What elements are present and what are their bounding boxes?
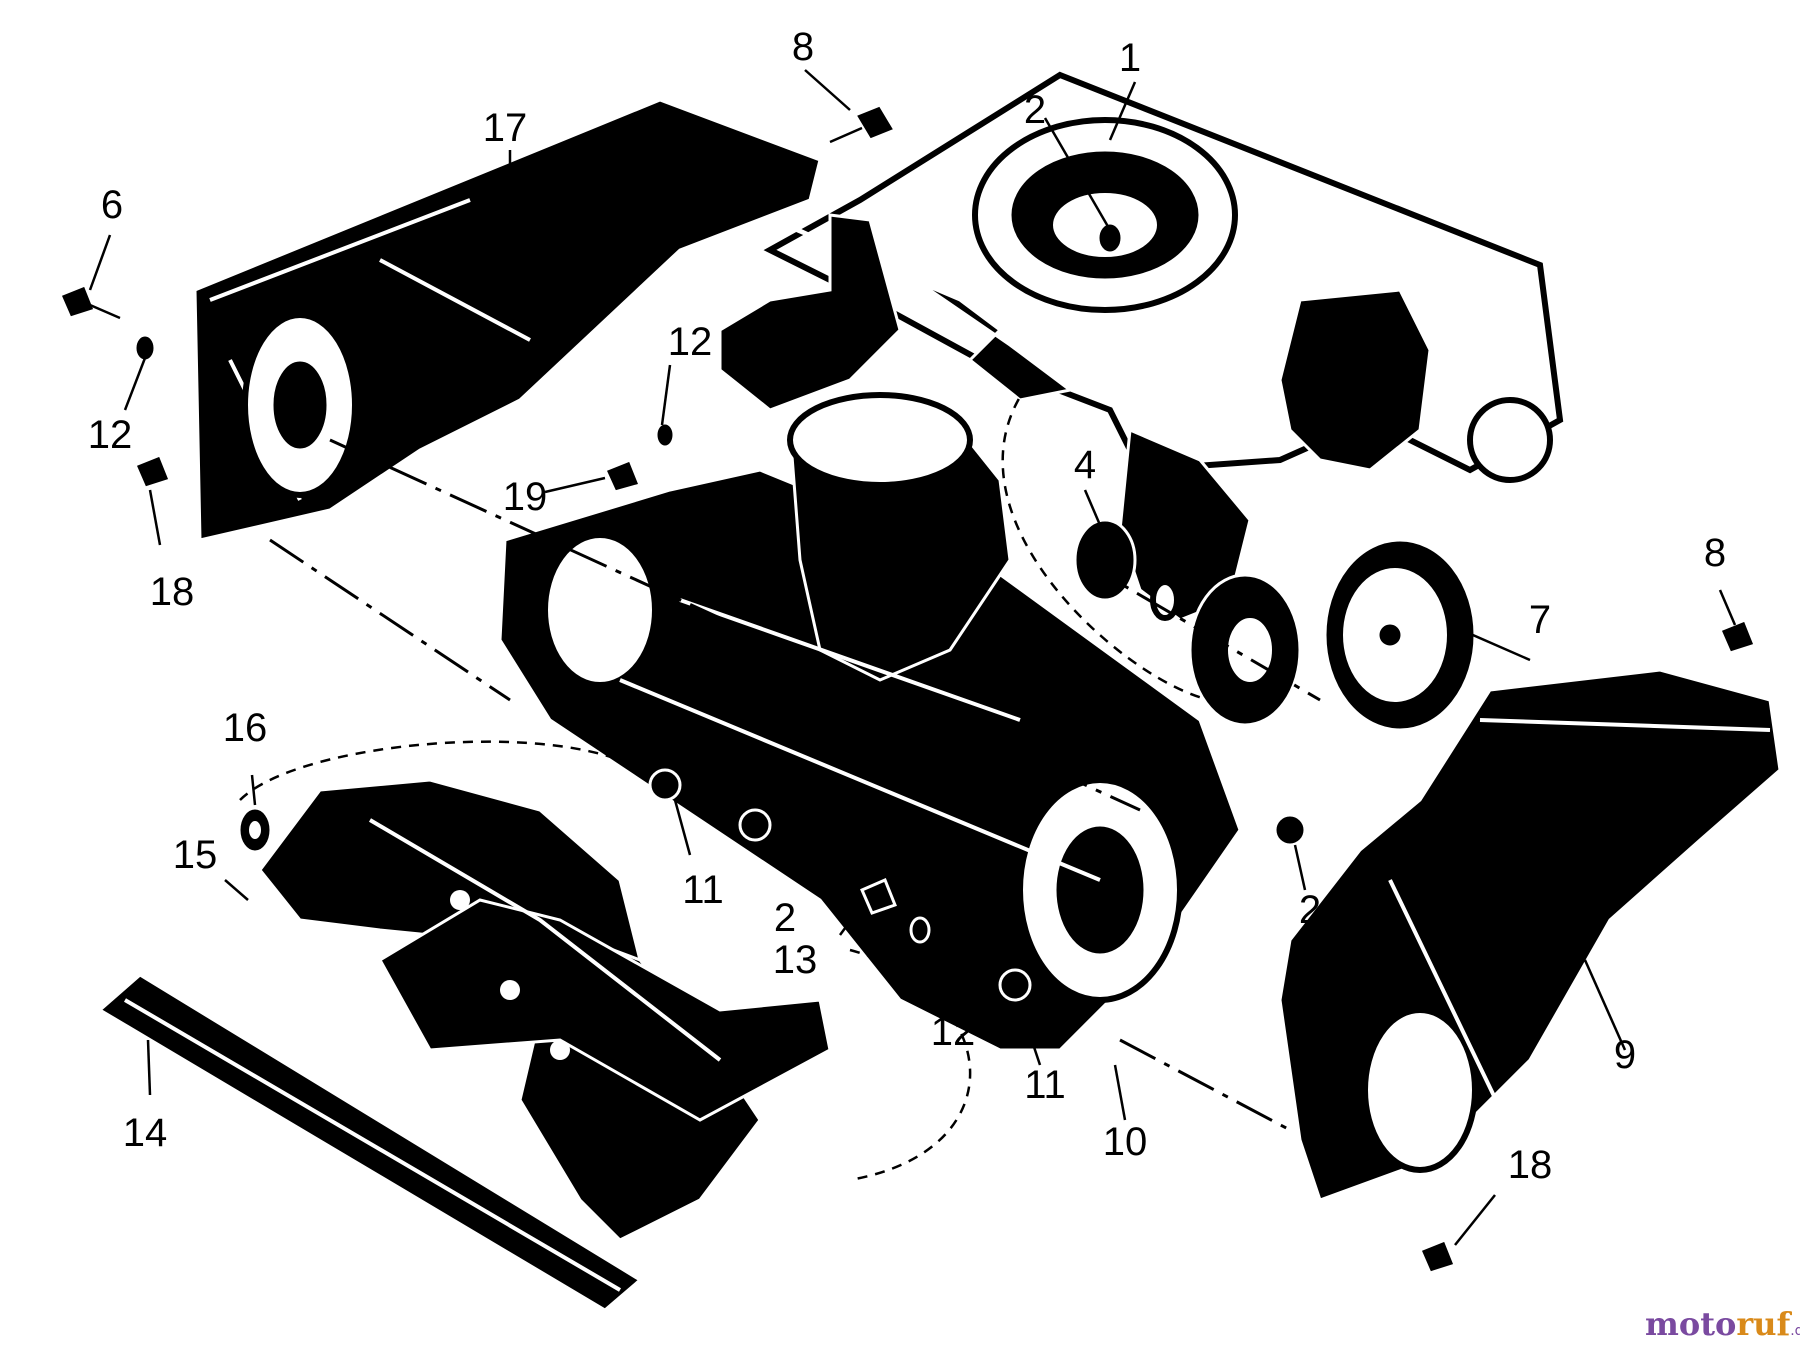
callout-10: 10 (1103, 1120, 1148, 1164)
washer-12-mid (654, 421, 676, 449)
watermark-suffix: .de (1790, 1323, 1800, 1339)
callout-11-left: 11 (682, 868, 724, 912)
callout-8-top: 8 (792, 25, 814, 69)
auger-part (258, 778, 832, 1242)
callout-14: 14 (123, 1111, 168, 1155)
pulley-part (1323, 538, 1477, 732)
callout-12-left: 12 (88, 413, 133, 457)
nut-2-mid (738, 808, 772, 842)
callout-18-right: 18 (1508, 1143, 1553, 1187)
nut-2-right (1273, 813, 1307, 847)
callout-19: 19 (503, 475, 548, 519)
callout-11-right: 11 (1024, 1063, 1066, 1107)
callout-18-left: 18 (150, 570, 195, 614)
leader-lines (88, 69, 1737, 1246)
callout-5: 5 (1152, 485, 1174, 529)
scraper-bar-part (97, 973, 643, 1312)
callout-16: 16 (223, 706, 268, 750)
washer-12-bottom (909, 916, 931, 944)
svg-text:motoruf.de: motoruf.de (1645, 1305, 1800, 1343)
bolt-8-top (829, 103, 898, 144)
washer-16 (237, 806, 273, 854)
callout-4: 4 (1074, 443, 1096, 487)
callout-13: 13 (773, 938, 818, 982)
watermark-part1: moto (1645, 1305, 1736, 1343)
bolt-13 (860, 878, 897, 915)
callout-12-bottom: 12 (931, 1010, 976, 1054)
callout-17: 17 (483, 106, 528, 150)
left-side-plate-part (193, 98, 822, 542)
watermark-part2: ruf (1736, 1305, 1792, 1343)
nut-11-right (998, 968, 1032, 1002)
bolt-6 (58, 283, 121, 320)
callout-2-mid: 2 (774, 896, 796, 940)
callout-6: 6 (101, 183, 123, 227)
frame-part (718, 71, 1564, 622)
callout-7: 7 (1529, 598, 1551, 642)
nut-11-left (648, 768, 682, 802)
nut-2-top (1096, 221, 1124, 255)
bolt-18-right (1418, 1238, 1457, 1275)
callout-15: 15 (173, 833, 218, 877)
callout-1: 1 (1119, 36, 1141, 80)
auger-housing-part (498, 392, 1242, 1052)
washer-12-left (133, 333, 157, 363)
callout-labels: 1 2 8 17 6 12 18 12 19 4 5 7 8 9 16 15 1… (88, 25, 1726, 1187)
bolt-8-right (1718, 618, 1757, 655)
right-side-plate-part (1278, 668, 1782, 1202)
callout-2-right: 2 (1299, 888, 1321, 932)
assembly-centerlines (239, 369, 1321, 1182)
bolt-18-left (133, 453, 172, 490)
bolt-19 (602, 458, 643, 494)
callout-2-top: 2 (1024, 88, 1046, 132)
callout-9: 9 (1614, 1033, 1636, 1077)
callout-8-right: 8 (1704, 531, 1726, 575)
callout-12-mid: 12 (668, 320, 713, 364)
watermark-logo: motoruf.de (1645, 1305, 1800, 1343)
